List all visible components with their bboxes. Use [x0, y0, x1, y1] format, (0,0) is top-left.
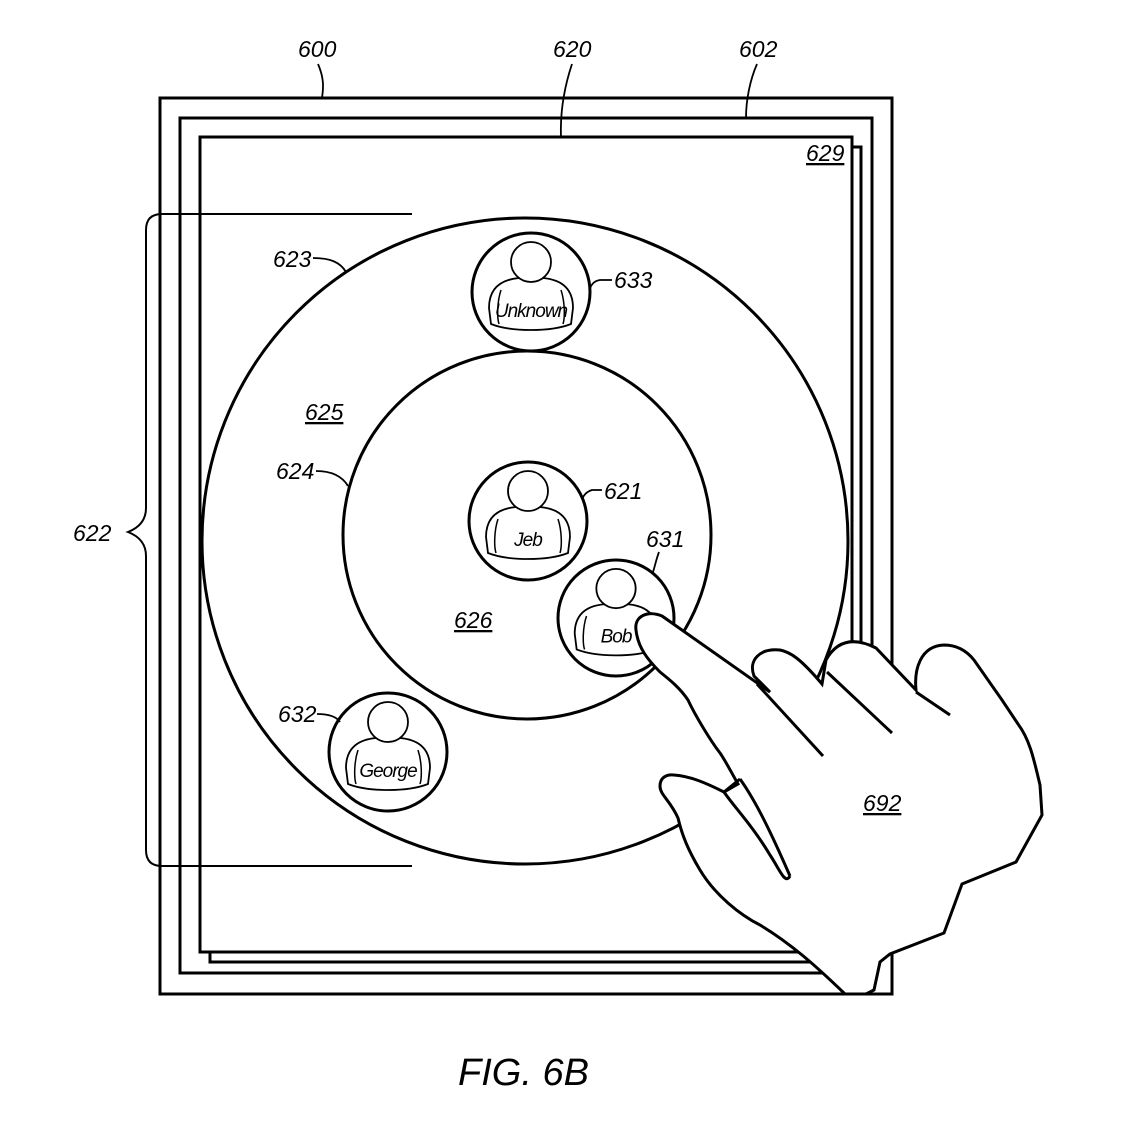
- ref-label-602: 602: [739, 36, 778, 62]
- ref-label-624: 624: [276, 458, 314, 484]
- ref-label-631: 631: [646, 526, 684, 552]
- person-body: [345, 737, 431, 791]
- leader-621: [581, 489, 602, 500]
- person-head: [367, 701, 409, 743]
- ref-label-623: 623: [273, 246, 312, 272]
- person-head: [595, 567, 637, 610]
- person-arm-right: [417, 749, 423, 785]
- hand-touch-icon: 692: [634, 612, 1044, 996]
- contact-avatar-jeb[interactable]: Jeb: [467, 460, 589, 582]
- leader-624: [315, 470, 349, 487]
- person-head: [510, 241, 552, 283]
- contact-name: George: [359, 761, 417, 782]
- contact-name: Bob: [601, 627, 632, 648]
- leader-631: [652, 551, 660, 573]
- leader-620: [559, 63, 573, 138]
- ref-label-620: 620: [553, 36, 592, 62]
- person-arm-right: [557, 518, 563, 554]
- ref-label-621: 621: [604, 478, 642, 504]
- display-frame: [178, 116, 874, 975]
- person-arm-left: [496, 289, 502, 325]
- outer-ring[interactable]: [200, 216, 850, 866]
- person-icon: [488, 241, 574, 331]
- ref-label-629: 629: [806, 140, 845, 166]
- person-arm-left: [353, 749, 359, 785]
- person-head: [507, 470, 549, 512]
- finger-gap-1: [755, 682, 825, 758]
- ref-label-625: 625: [305, 399, 344, 425]
- person-arm-left: [493, 518, 499, 554]
- ref-label-622: 622: [73, 520, 112, 546]
- contact-avatar-george[interactable]: George: [327, 691, 449, 813]
- index-finger-edge: [738, 778, 792, 877]
- knuckle-line: [723, 777, 741, 794]
- person-body: [488, 277, 574, 331]
- thumb-crease: [722, 791, 792, 881]
- person-icon: [485, 470, 571, 560]
- contact-name: Jeb: [513, 530, 542, 551]
- ref-label-692: 692: [863, 790, 902, 816]
- leader-623: [312, 257, 347, 273]
- ref-label-626: 626: [454, 607, 493, 633]
- leader-632: [316, 713, 341, 723]
- ref-label-632: 632: [278, 701, 317, 727]
- finger-gap-3: [915, 690, 951, 717]
- ref-label-633: 633: [614, 267, 653, 293]
- group-brace: [125, 213, 163, 867]
- figure-caption: FIG. 6B: [458, 1052, 589, 1094]
- contact-name: Unknown: [495, 301, 568, 322]
- person-arm-right: [560, 289, 566, 325]
- leader-600: [317, 63, 324, 99]
- device-housing: [158, 96, 894, 996]
- person-arm-left: [582, 615, 588, 650]
- person-body: [485, 506, 571, 560]
- finger-gap-2: [825, 670, 894, 735]
- leader-602: [745, 63, 758, 119]
- ref-label-600: 600: [298, 36, 337, 62]
- leader-633: [589, 279, 612, 289]
- person-icon: [345, 701, 431, 791]
- contact-avatar-unknown[interactable]: Unknown: [470, 231, 592, 353]
